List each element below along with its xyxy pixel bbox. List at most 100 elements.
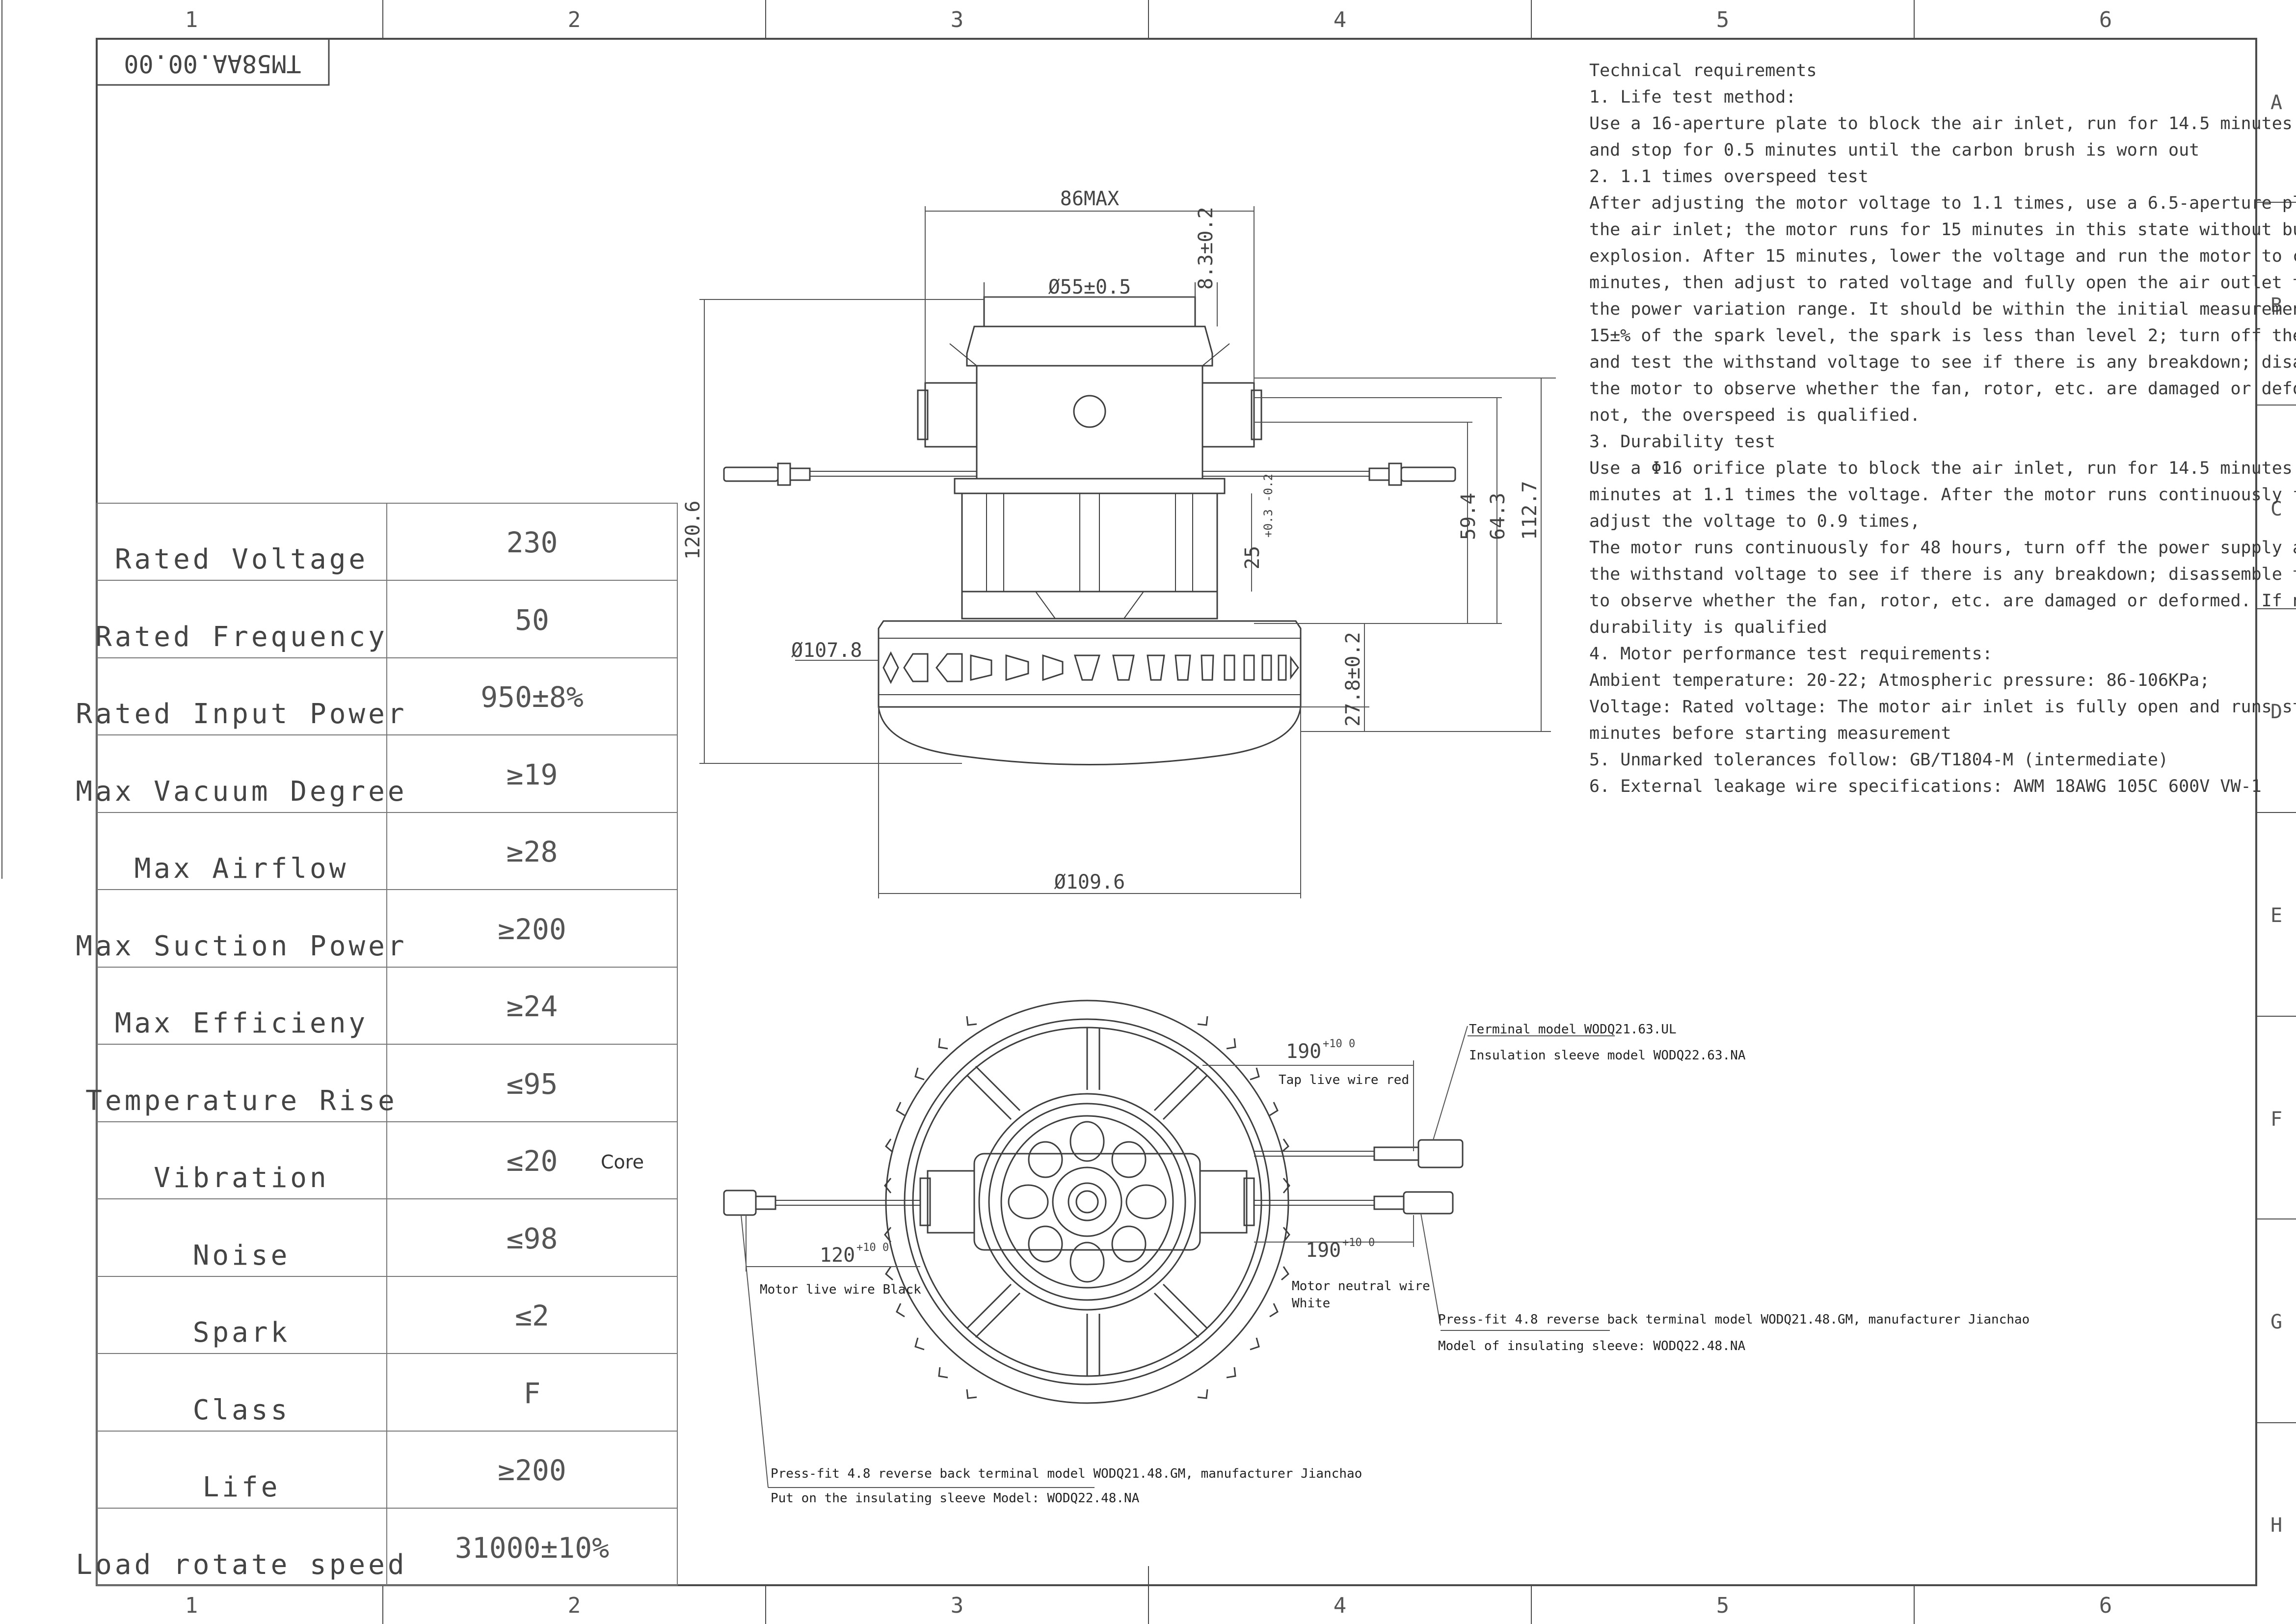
tech-req-line: and test the withstand voltage to see if… [1589,352,2296,372]
tech-req-line: to observe whether the fan, rotor, etc. … [1589,591,2296,611]
note-motor-neutral-wire: Motor neutral wire [1292,1279,1430,1294]
dim-fan-height: 27.8±0.2 [1342,632,1364,727]
grid-row: F [2270,1108,2282,1131]
note-motor-live-wire: Motor live wire Black [760,1282,921,1297]
spec-value: ≤2 [515,1299,549,1332]
grid-col-bottom: 4 [1334,1593,1347,1618]
grid-col-bottom: 5 [1716,1593,1730,1618]
tech-req-line: 6. External leakage wire specifications:… [1589,777,2262,796]
note-insulation-sleeve: Insulation sleeve model WODQ22.63.NA [1469,1048,1746,1063]
tech-req-line: the withstand voltage to see if there is… [1589,565,2296,584]
spec-label: Rated Frequency [95,621,388,653]
spec-value: ≥28 [507,835,558,868]
bottom-view-notes: Terminal model WODQ21.63.UL Insulation s… [760,1022,2029,1506]
tech-req-line: 3. Durability test [1589,432,1775,452]
grid-row-labels: A B C D E F G H [2270,91,2282,1537]
grid-col-bottom: 3 [951,1593,964,1618]
drawing-number-box: TM58AA.00.00 [96,38,330,86]
grid-col-top: 3 [951,7,964,32]
note-tap-live-wire: Tap live wire red [1279,1073,1409,1087]
spec-label: Rated Voltage [115,543,368,575]
spec-value: ≤95 [507,1067,558,1101]
spec-note-core: Core [601,1151,644,1173]
tech-req-line: 4. Motor performance test requirements: [1589,644,1993,664]
spec-value: 50 [515,603,549,637]
dimension-lines [699,206,1556,898]
dim-width-max: 86MAX [1060,188,1119,210]
dim-brush-offset: 25 [1241,546,1264,569]
dim-bracket-height: 59.4 [1457,493,1480,540]
spec-label: Class [193,1394,291,1426]
spec-label: Life [203,1471,281,1503]
grid-col-bottom: 2 [568,1593,581,1618]
tech-req-line: and stop for 0.5 minutes until the carbo… [1589,140,2199,160]
note-insulating-sleeve-bottom: Put on the insulating sleeve Model: WODQ… [771,1491,1140,1506]
grid-col-top: 5 [1716,7,1730,32]
tech-req-line: Voltage: Rated voltage: The motor air in… [1589,697,2296,717]
spec-label: Noise [193,1240,291,1272]
spec-label: Max Suction Power [76,930,407,962]
grid-col-top: 4 [1334,7,1347,32]
grid-col-bottom: 1 [185,1593,198,1618]
grid-row: C [2270,498,2282,520]
tech-req-line: After adjusting the motor voltage to 1.1… [1589,193,2296,213]
outer-ring-teeth [884,1016,1290,1399]
dimension-labels: 86MAX Ø55±0.5 8.3±0.2 120.6 59.4 64.3 11… [682,188,1541,893]
spec-value: 31000±10% [455,1531,609,1565]
spec-value: 950±8% [481,680,584,714]
dim-body-height: 112.7 [1519,481,1541,540]
dim-wire-tolerance: +10 0 [1323,1038,1355,1050]
dim-base-dia: Ø109.6 [1054,871,1125,893]
motor-bottom-view [723,1000,1464,1404]
dim-wire-right: 190 [1306,1239,1341,1262]
dim-wire-tolerance: +10 0 [1342,1237,1375,1249]
spec-label: Load rotate speed [76,1549,407,1581]
tech-req-line: durability is qualified [1589,618,1827,637]
spec-label: Max Vacuum Degree [76,776,407,808]
grid-row: G [2270,1311,2282,1333]
spec-table: Rated Voltage Rated Frequency Rated Inpu… [76,503,678,1586]
grid-col-bottom: 6 [2099,1593,2112,1618]
grid-row: D [2270,701,2282,723]
spec-value: 230 [507,526,558,559]
motor-side-view [723,282,1456,765]
spec-value: ≥24 [507,990,558,1023]
tech-req-line: 5. Unmarked tolerances follow: GB/T1804-… [1589,750,2168,770]
dim-wire-tolerance: +10 0 [856,1242,889,1254]
spec-label: Rated Input Power [76,698,407,730]
grid-row: E [2270,904,2282,927]
spec-label: Vibration [154,1162,329,1194]
note-insulating-sleeve-right: Model of insulating sleeve: WODQ22.48.NA [1438,1339,1745,1353]
note-press-fit-bottom: Press-fit 4.8 reverse back terminal mode… [771,1466,1362,1481]
spec-label: Temperature Rise [85,1085,397,1117]
tech-req-line: 1. Life test method: [1589,87,1796,107]
tech-req-line: The motor runs continuously for 48 hours… [1589,538,2296,558]
spec-value: ≤98 [507,1222,558,1255]
note-terminal-model: Terminal model WODQ21.63.UL [1469,1022,1677,1037]
tech-req-line: not, the overspeed is qualified. [1589,406,1920,425]
bottom-view-dimensions: 190 +10 0 120 +10 0 190 +10 0 [820,1038,1375,1267]
tech-req-title: Technical requirements [1589,61,1817,81]
tech-req-line: adjust the voltage to 0.9 times, [1589,512,1920,531]
tech-req-line: Use a 16-aperture plate to block the air… [1589,114,2296,134]
dim-top-offset: 8.3±0.2 [1195,207,1217,290]
dim-inlet-dia: Ø55±0.5 [1048,276,1131,298]
drawing-number: TM58AA.00.00 [124,50,301,78]
dim-wire-left: 120 [820,1244,855,1267]
dim-fan-dia: Ø107.8 [791,639,862,662]
grid-col-top: 6 [2099,7,2112,32]
spec-value: F [524,1377,541,1410]
spec-label: Max Airflow [134,853,349,885]
spec-label: Max Efficieny [115,1007,368,1039]
spec-label: Spark [193,1317,291,1349]
tech-req-line: minutes before starting measurement [1589,724,1951,743]
tech-req-line: the power variation range. It should be … [1589,299,2296,319]
bottom-view-leaders [741,1026,1615,1488]
technical-requirements: Technical requirements 1. Life test meth… [1589,61,2296,796]
fan-vents [882,651,1299,684]
tech-req-line: minutes at 1.1 times the voltage. After … [1589,485,2296,505]
spec-value: ≥200 [498,1454,566,1487]
dim-wire-top-right: 190 [1286,1040,1321,1063]
tech-req-line: 15±% of the spark level, the spark is le… [1589,326,2296,346]
